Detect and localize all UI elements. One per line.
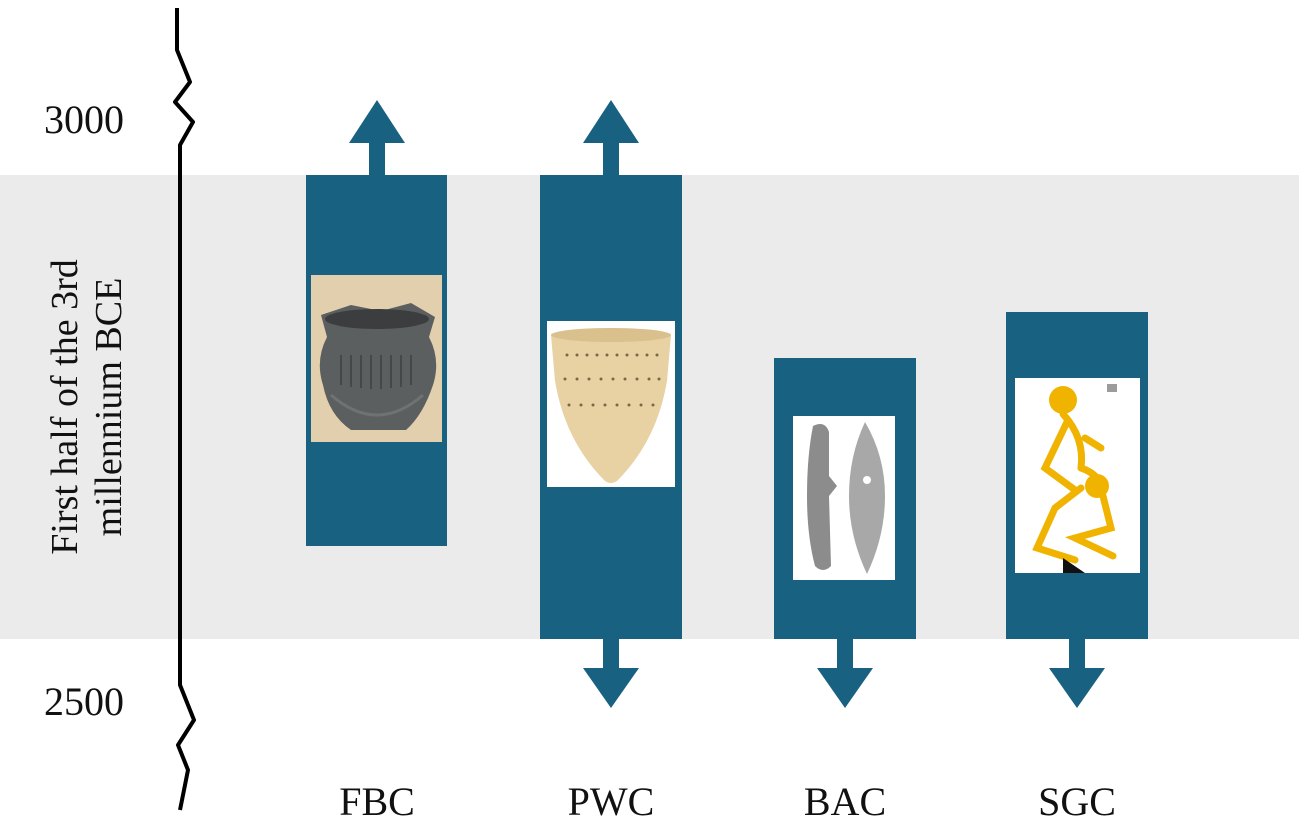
skeleton-burial-icon (1015, 378, 1140, 573)
band-label: First half of the 3rd millennium BCE (43, 177, 131, 637)
band-label-line-1: First half of the 3rd (44, 259, 86, 555)
sgc-arrow-down (1049, 638, 1105, 708)
pwc-arrow-down (583, 638, 639, 708)
tick-label-2500: 2500 (44, 679, 124, 724)
sgc-image (1015, 378, 1140, 573)
pottery-vessel-icon (547, 321, 675, 487)
pwc-arrow-up (583, 100, 639, 176)
stone-axe-icon (793, 416, 895, 580)
bac-image (793, 416, 895, 580)
tick-label-3000: 3000 (44, 97, 124, 142)
band-label-line-2: millennium BCE (88, 277, 130, 537)
culture-label-fbc: FBC (339, 779, 415, 824)
fbc-image (311, 275, 442, 442)
culture-label-pwc: PWC (567, 779, 655, 824)
culture-label-bac: BAC (803, 779, 887, 824)
bac-arrow-down (817, 638, 873, 708)
culture-label-sgc: SGC (1038, 779, 1116, 824)
axis-line (173, 8, 196, 811)
pwc-image (547, 321, 675, 487)
pottery-beaker-icon (311, 275, 442, 442)
fbc-arrow-up (349, 100, 405, 176)
